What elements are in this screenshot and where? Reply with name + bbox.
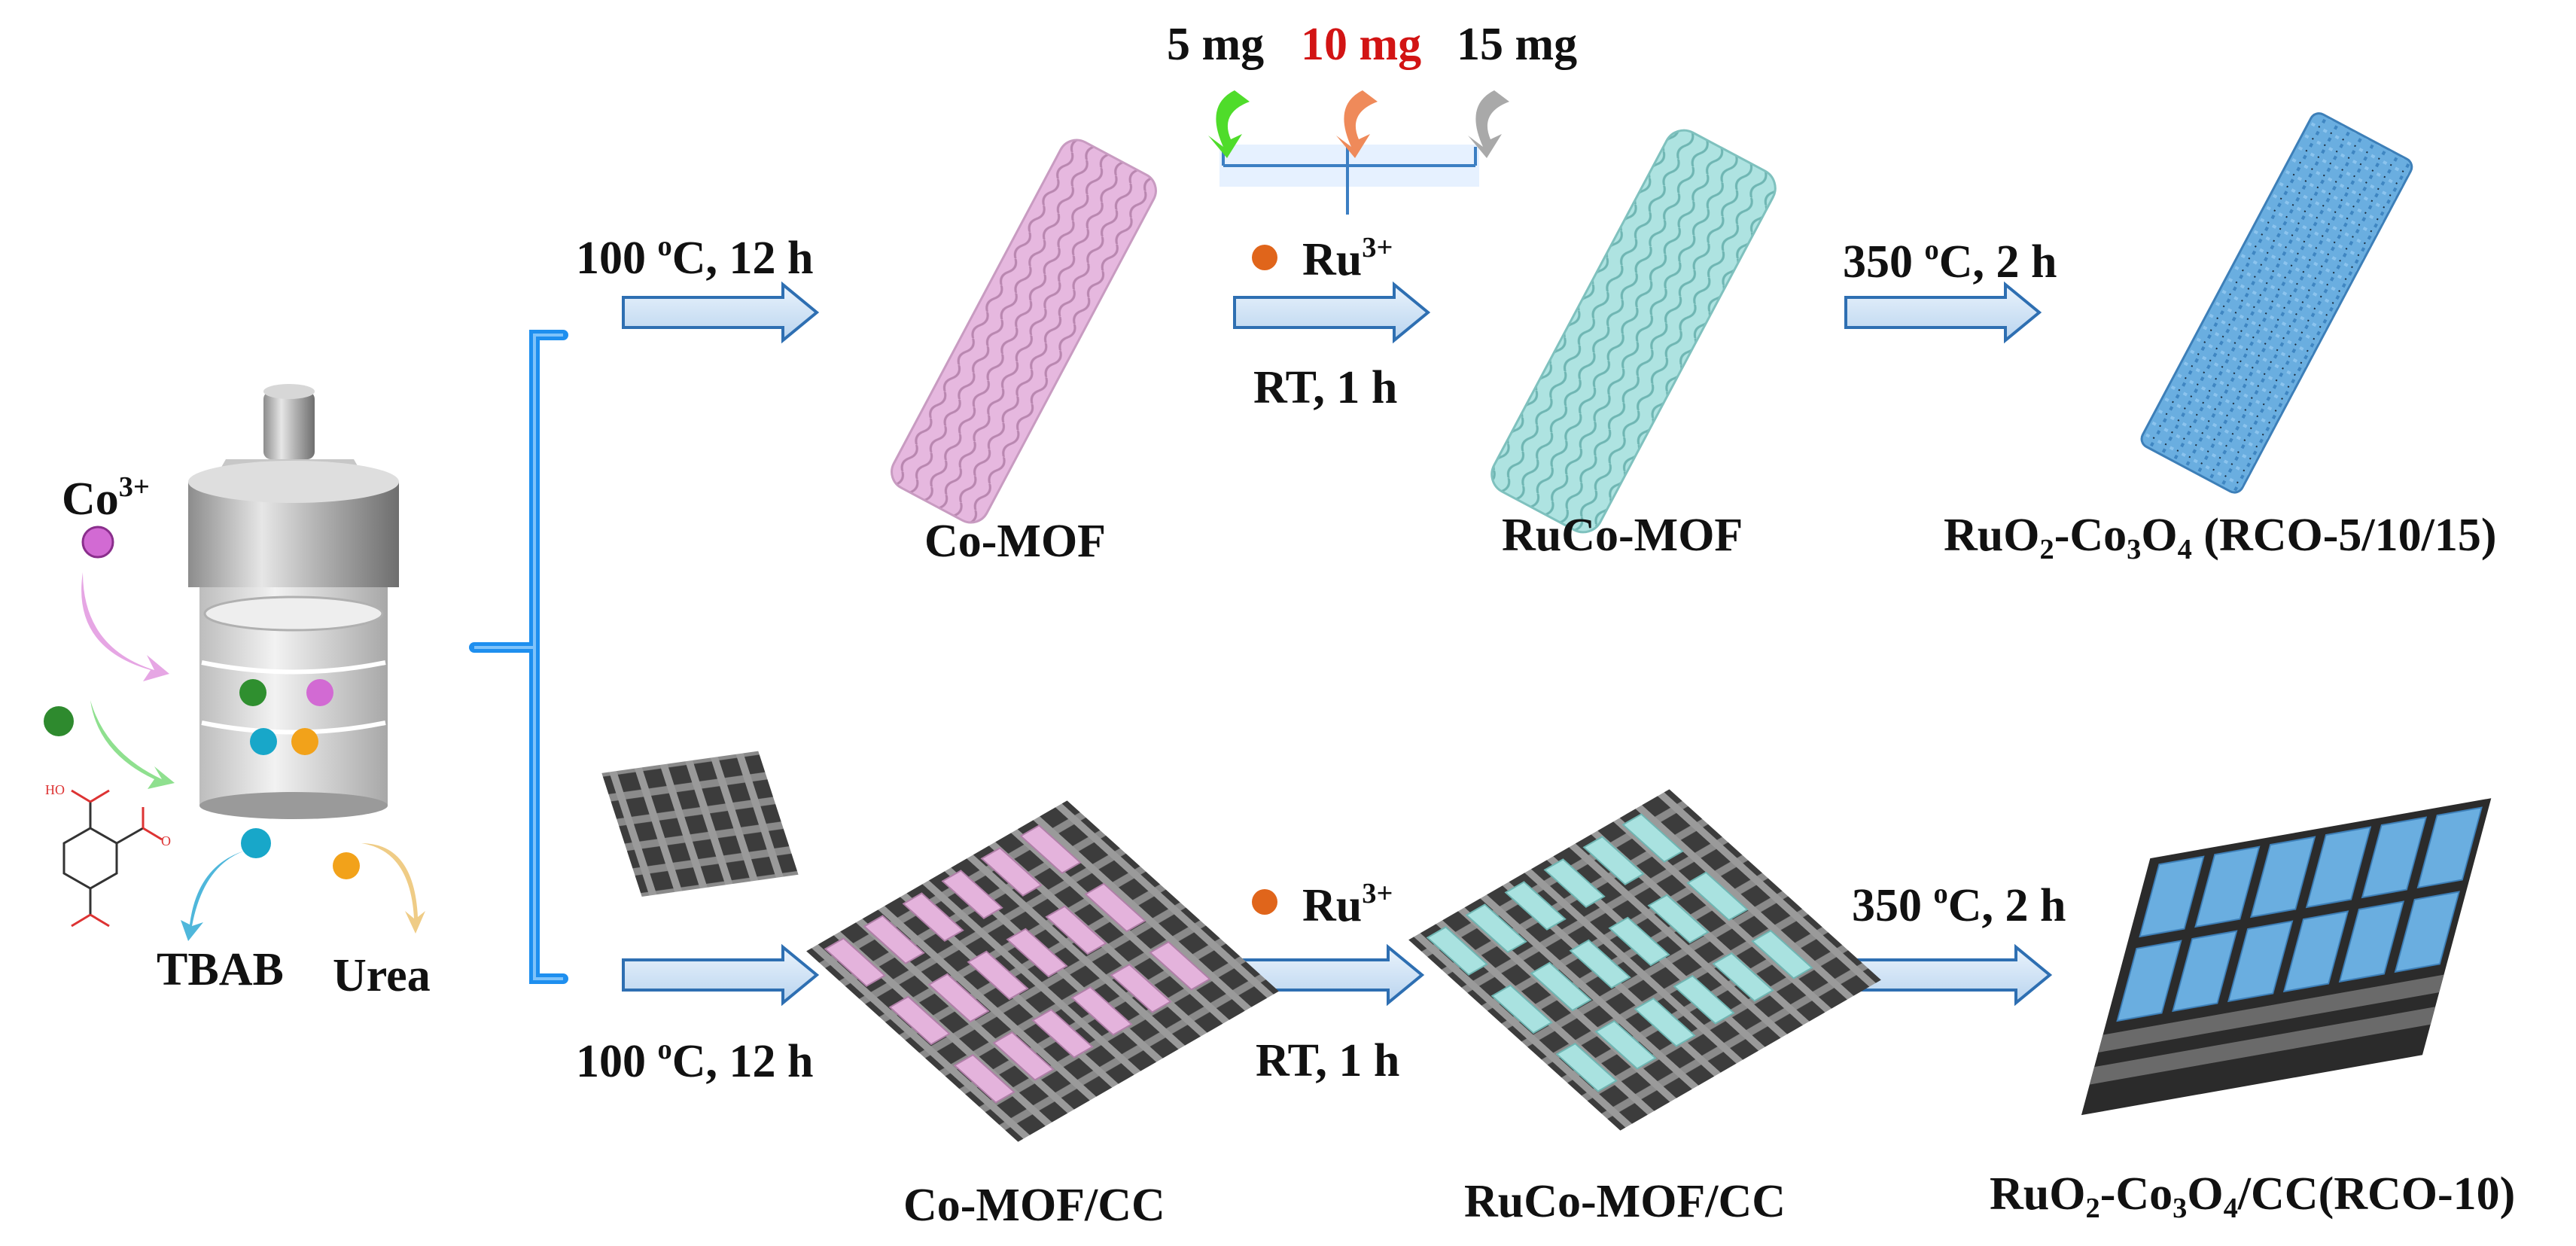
co-charge: 3+ <box>118 471 150 503</box>
bottom-step3-rest: C, 2 h <box>1947 879 2066 931</box>
top-rco-sub2: 3 <box>2127 533 2142 565</box>
process-arrows <box>622 281 2053 1007</box>
bottom-step1-temp: 100 <box>576 1035 658 1087</box>
top-product-co-mof: Co-MOF <box>924 516 1107 567</box>
bottom-rco-co: -Co <box>2099 1168 2173 1220</box>
bottom-step3-degree: o <box>1933 878 1948 909</box>
ru-dot-top <box>1252 245 1277 270</box>
top-rco-ru: RuO <box>1944 510 2040 561</box>
rco-cc <box>2081 798 2492 1116</box>
ruco-mof-cc <box>1408 789 1881 1131</box>
rco-rod <box>2140 112 2413 494</box>
bottom-product-rco-cc: RuO2-Co3O4/CC(RCO-10) <box>1990 1171 2515 1223</box>
top-ru-charge: 3+ <box>1362 232 1393 264</box>
bottom-product-ruco-mof-cc: RuCo-MOF/CC <box>1464 1176 1786 1227</box>
bottom-step1-rest: C, 12 h <box>671 1035 814 1087</box>
bottom-product-co-mof-cc: Co-MOF/CC <box>903 1180 1165 1231</box>
top-rco-o: O <box>2141 510 2178 561</box>
molecule-o-label: O <box>161 833 171 848</box>
top-product-rco: RuO2-Co3O4 (RCO-5/10/15) <box>1944 512 2496 564</box>
bottom-ru-label: Ru3+ <box>1302 879 1393 929</box>
top-ru-symbol: Ru <box>1302 233 1363 285</box>
ru-dot-bottom <box>1252 889 1277 915</box>
ruco-mof-rod <box>1490 129 1777 534</box>
arrow-bot-3 <box>1855 943 2053 1007</box>
bottom-rco-sub1: 2 <box>2085 1192 2100 1224</box>
top-step3-degree: o <box>1924 234 1939 266</box>
co-mof-rod <box>891 139 1157 524</box>
carbon-cloth-small <box>601 751 799 897</box>
arrow-top-3 <box>1844 281 2042 344</box>
bottom-step3-temp: 350 <box>1852 879 1934 931</box>
top-ru-label: Ru3+ <box>1302 233 1393 283</box>
top-step3-temp: 350 <box>1843 236 1925 288</box>
arrow-top-1 <box>622 281 820 344</box>
arrow-top-2 <box>1233 281 1431 344</box>
top-product-ruco-mof: RuCo-MOF <box>1502 510 1743 561</box>
top-step1-degree: o <box>657 230 672 262</box>
bottom-ru-charge: 3+ <box>1362 878 1393 909</box>
bottom-step1-degree: o <box>657 1034 672 1065</box>
tbab-label: TBAB <box>157 944 284 995</box>
bottom-step2-condition: RT, 1 h <box>1256 1035 1400 1086</box>
bottom-rco-sub3: 4 <box>2223 1192 2238 1224</box>
urea-label: Urea <box>333 950 431 1001</box>
branch-bracket <box>469 330 568 984</box>
top-rco-sub3: 4 <box>2177 533 2192 565</box>
molecule-oh-label: HO <box>45 782 65 797</box>
dose-arrow-5mg <box>1208 90 1250 158</box>
dose-selector <box>1208 90 1509 215</box>
bottom-rco-o: O <box>2187 1168 2224 1220</box>
autoclave-illustration <box>188 384 399 819</box>
top-step1-rest: C, 12 h <box>671 232 814 284</box>
bottom-rco-tail: /CC(RCO-10) <box>2237 1168 2516 1220</box>
dose-label-10mg: 10 mg <box>1301 19 1422 70</box>
top-rco-sub1: 2 <box>2039 533 2054 565</box>
dose-arrow-10mg <box>1336 90 1378 158</box>
bottom-step3-condition: 350 oC, 2 h <box>1852 879 2066 929</box>
top-step3-rest: C, 2 h <box>1938 236 2057 288</box>
co-ion-label: Co3+ <box>62 473 150 522</box>
dose-arrow-15mg <box>1468 90 1509 158</box>
bottom-rco-ru: RuO <box>1990 1168 2086 1220</box>
bottom-step1-condition: 100 oC, 12 h <box>576 1035 813 1085</box>
arrow-bot-1 <box>622 943 820 1007</box>
reagent-icons <box>44 526 425 941</box>
dose-label-15mg: 15 mg <box>1457 19 1578 70</box>
top-step3-condition: 350 oC, 2 h <box>1843 236 2057 285</box>
top-step1-condition: 100 oC, 12 h <box>576 232 813 282</box>
top-step1-temp: 100 <box>576 232 658 284</box>
co-mof-cc <box>806 800 1279 1142</box>
co-symbol: Co <box>62 473 119 525</box>
bottom-rco-sub2: 3 <box>2173 1192 2188 1224</box>
bottom-ru-symbol: Ru <box>1302 879 1363 931</box>
trimesic-acid-molecule <box>62 789 163 928</box>
dose-label-5mg: 5 mg <box>1167 19 1265 70</box>
top-rco-tail: (RCO-5/10/15) <box>2191 510 2497 561</box>
top-rco-co: -Co <box>2054 510 2127 561</box>
top-step2-condition: RT, 1 h <box>1253 362 1398 413</box>
